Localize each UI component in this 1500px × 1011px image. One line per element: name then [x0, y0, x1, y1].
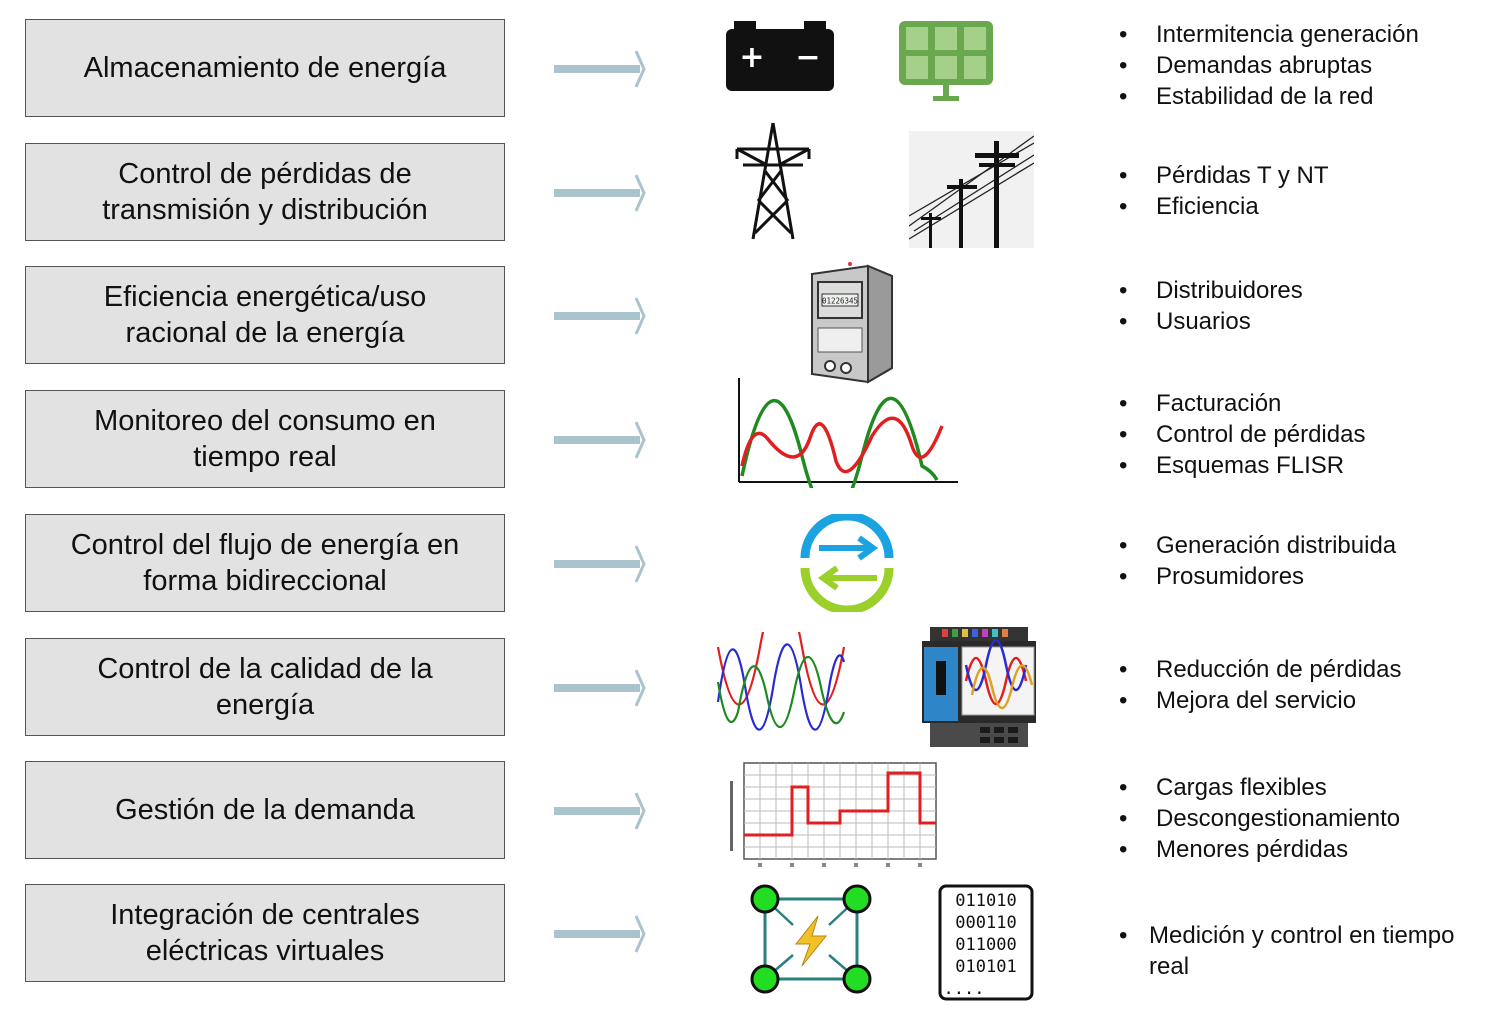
list-item: Esquemas FLISR [1115, 450, 1365, 481]
list-item: Facturación [1115, 388, 1365, 419]
bullet-list: Reducción de pérdidas Mejora del servici… [1115, 654, 1402, 716]
bullet-list: Intermitencia generación Demandas abrupt… [1115, 19, 1419, 112]
category-label: Gestión de la demanda [115, 794, 415, 826]
three-phase-waves-icon [716, 632, 846, 731]
electric-meter-icon: 01226345 [811, 262, 893, 384]
list-item: Cargas flexibles [1115, 772, 1400, 803]
row-realtime-monitoring: Monitoreo del consumo en tiempo real Fac… [0, 378, 1500, 514]
list-item: Control de pérdidas [1115, 419, 1365, 450]
arrow-icon [554, 421, 646, 459]
category-label: Eficiencia energética/uso racional de la… [103, 281, 427, 349]
list-item: Eficiencia [1115, 191, 1329, 222]
battery-icon: + − [726, 21, 834, 91]
list-item: Descongestionamiento [1115, 803, 1400, 834]
arrow-icon [554, 174, 646, 212]
binary-line: .... [944, 979, 985, 999]
meter-reading-label: 01226345 [822, 297, 858, 306]
bullet-list: Facturación Control de pérdidas Esquemas… [1115, 388, 1365, 481]
binary-data-icon: 011010 000110 011000 010101 .... [938, 884, 1034, 1001]
list-item: Demandas abruptas [1115, 50, 1419, 81]
category-label: Control de pérdidas de transmisión y dis… [102, 158, 428, 226]
solar-panel-icon [899, 21, 993, 101]
category-box: Integración de centrales eléctricas virt… [25, 884, 505, 982]
list-item: Medición y control en tiempo real [1115, 920, 1479, 982]
power-analyzer-icon [922, 627, 1036, 747]
bullet-list: Generación distribuida Prosumidores [1115, 530, 1396, 592]
transmission-tower-icon [735, 122, 811, 240]
category-box: Almacenamiento de energía [25, 19, 505, 117]
battery-plus-label: + [739, 40, 764, 75]
list-item: Distribuidores [1115, 275, 1303, 306]
list-item: Menores pérdidas [1115, 834, 1400, 865]
arrow-icon [554, 50, 646, 88]
bullet-list: Distribuidores Usuarios [1115, 275, 1303, 337]
power-lines-icon [909, 131, 1034, 248]
list-item: Reducción de pérdidas [1115, 654, 1402, 685]
bullet-list: Medición y control en tiempo real [1115, 920, 1479, 982]
arrow-icon [554, 915, 646, 953]
bullet-list: Pérdidas T y NT Eficiencia [1115, 160, 1329, 222]
battery-minus-label: − [795, 40, 820, 75]
row-demand-management: Gestión de la demanda Cargas flexibles D… [0, 761, 1500, 885]
category-label: Integración de centrales eléctricas virt… [110, 899, 420, 967]
category-label: Control de la calidad de la energía [97, 653, 433, 721]
arrow-icon [554, 792, 646, 830]
category-box: Monitoreo del consumo en tiempo real [25, 390, 505, 488]
category-label: Control del flujo de energía en forma bi… [70, 529, 460, 597]
category-box: Control de la calidad de la energía [25, 638, 505, 736]
category-box: Gestión de la demanda [25, 761, 505, 859]
list-item: Generación distribuida [1115, 530, 1396, 561]
row-energy-efficiency: Eficiencia energética/uso racional de la… [0, 262, 1500, 390]
category-box: Control de pérdidas de transmisión y dis… [25, 143, 505, 241]
list-item: Mejora del servicio [1115, 685, 1402, 716]
row-bidirectional-flow: Control del flujo de energía en forma bi… [0, 514, 1500, 638]
binary-line: 011010 [955, 891, 1016, 911]
row-transmission-losses: Control de pérdidas de transmisión y dis… [0, 122, 1500, 267]
category-box: Control del flujo de energía en forma bi… [25, 514, 505, 612]
arrow-icon [554, 669, 646, 707]
category-box: Eficiencia energética/uso racional de la… [25, 266, 505, 364]
list-item: Estabilidad de la red [1115, 81, 1419, 112]
row-power-quality: Control de la calidad de la energía Redu… [0, 627, 1500, 762]
network-lightning-icon [750, 884, 872, 994]
bullet-list: Cargas flexibles Descongestionamiento Me… [1115, 772, 1400, 865]
row-virtual-power-plants: Integración de centrales eléctricas virt… [0, 884, 1500, 1008]
binary-line: 011000 [955, 935, 1016, 955]
category-label: Almacenamiento de energía [83, 52, 447, 84]
binary-line: 010101 [955, 957, 1016, 977]
list-item: Pérdidas T y NT [1115, 160, 1329, 191]
row-energy-storage: Almacenamiento de energía + − Intermiten… [0, 19, 1500, 143]
bidirectional-arrows-icon [800, 514, 894, 612]
demand-step-chart-icon [730, 762, 937, 867]
binary-line: 000110 [955, 913, 1016, 933]
list-item: Intermitencia generación [1115, 19, 1419, 50]
arrow-icon [554, 297, 646, 335]
list-item: Prosumidores [1115, 561, 1396, 592]
waveform-chart-icon [738, 378, 958, 488]
arrow-icon [554, 545, 646, 583]
category-label: Monitoreo del consumo en tiempo real [94, 405, 436, 473]
list-item: Usuarios [1115, 306, 1303, 337]
